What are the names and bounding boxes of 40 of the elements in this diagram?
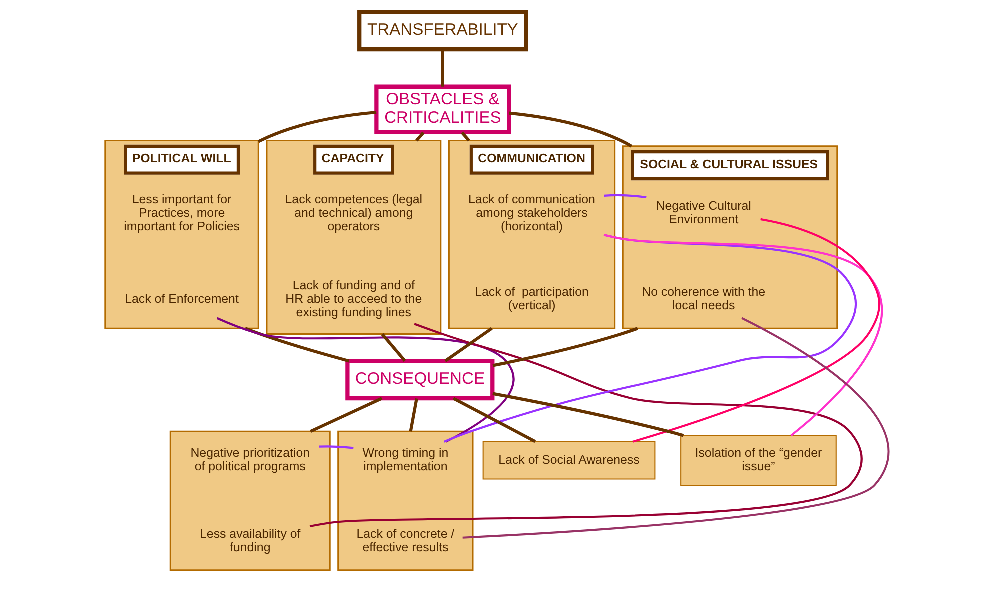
connector (443, 234, 856, 443)
connector (440, 50, 444, 87)
cluster (169, 430, 330, 572)
connector (632, 218, 880, 443)
connector (408, 398, 418, 432)
node-box: OBSTACLES & CRITICALITIES (374, 84, 511, 134)
node-box: Isolation of the “gender issue” (680, 435, 836, 486)
connector (318, 446, 354, 450)
connector (508, 112, 632, 148)
connector (604, 194, 646, 199)
node-text: Wrong timing in implementation (362, 446, 448, 474)
connector (492, 392, 684, 438)
connector (216, 317, 514, 443)
connector (310, 397, 382, 434)
connector (244, 327, 350, 363)
node-text: Less availability of funding (200, 526, 300, 554)
node-text: Lack of concrete / effective results (356, 526, 454, 554)
connector (462, 317, 890, 539)
node-box: Lack of Social Awareness (482, 441, 656, 480)
node-box: TRANSFERABILITY (357, 10, 528, 52)
node-text: Lack of funding and of HR able to acceed to the existing funding lines (285, 278, 422, 320)
connector (444, 327, 492, 362)
node-text: Lack of participation (vertical) (474, 285, 588, 313)
connector (452, 397, 536, 444)
connector (309, 323, 862, 528)
node-text: Lack competences (legal and technical) among operators (284, 192, 422, 234)
cluster (337, 430, 474, 572)
connector (603, 234, 882, 437)
connector (415, 132, 424, 142)
connector (257, 110, 376, 144)
connector (492, 327, 638, 368)
node-text: Negative prioritization of political programs (190, 446, 310, 474)
node-text: No coherence with the local needs (642, 285, 766, 313)
connector (460, 132, 470, 142)
connector (380, 333, 406, 362)
node-box: CONSEQUENCE (345, 359, 494, 401)
node-text: Negative Cultural Environment (656, 199, 751, 227)
node-text: Lack of communication among stakeholders (horizontal) (468, 192, 595, 234)
node-text: Lack of Enforcement (124, 292, 238, 306)
node-text: Less important for Practices, more important for Policies (124, 192, 240, 234)
